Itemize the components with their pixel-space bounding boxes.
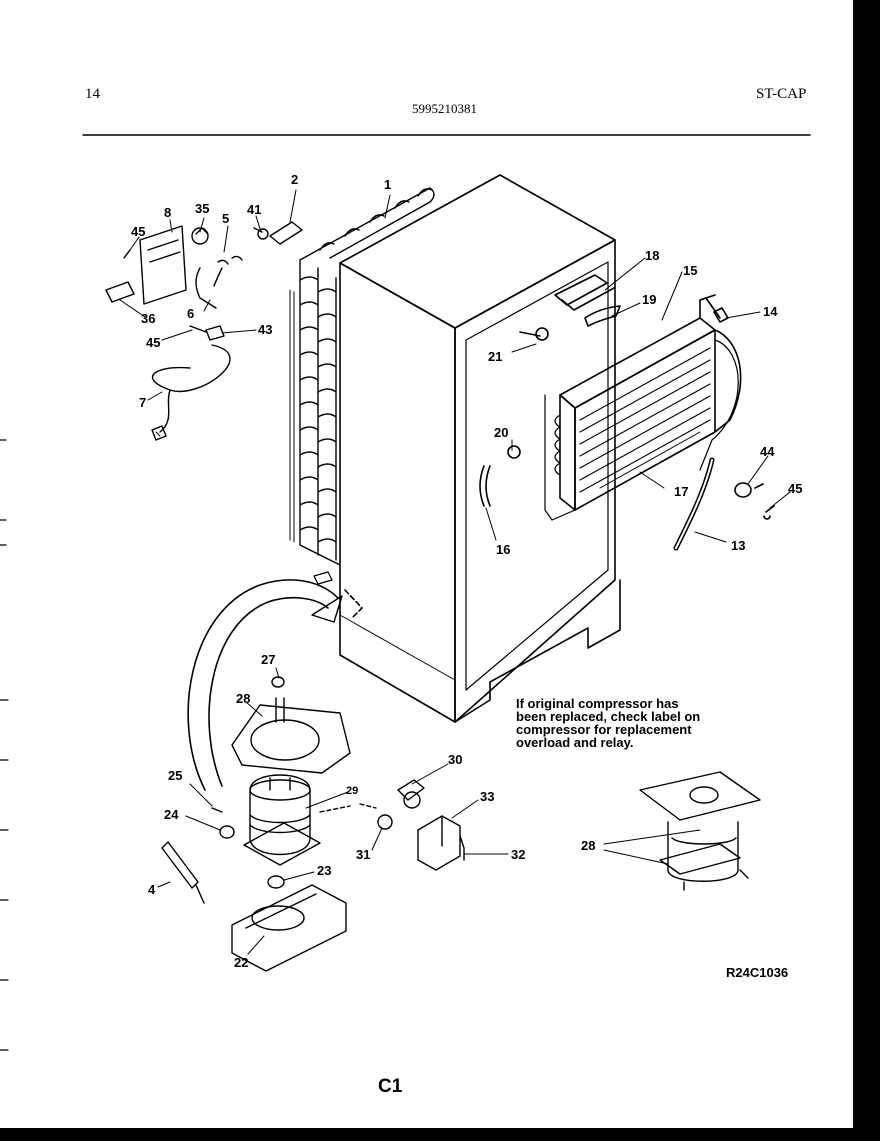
label-part-28-left: 28 xyxy=(236,691,251,706)
leader-lines xyxy=(119,189,791,955)
note-line-4: overload and relay. xyxy=(516,735,634,750)
part-45-mid xyxy=(189,325,207,333)
page-label: C1 xyxy=(378,1076,403,1097)
part-18 xyxy=(554,274,615,311)
part-16 xyxy=(479,465,491,507)
label-part-8: 8 xyxy=(164,205,172,220)
model-number: 5995210381 xyxy=(412,101,477,116)
label-part-24: 24 xyxy=(164,807,179,822)
part-22-base xyxy=(231,884,347,972)
part-5 xyxy=(217,255,243,265)
part-19 xyxy=(584,305,621,327)
part-44 xyxy=(734,482,764,498)
part-28-pad xyxy=(231,704,351,774)
note-line-2: been replaced, check label on xyxy=(516,709,701,724)
diagram-sheet: 14 5995210381 ST-CAP xyxy=(0,0,853,1128)
label-part-1: 1 xyxy=(384,177,392,192)
part-8-cover xyxy=(139,225,187,305)
part-23 xyxy=(267,875,285,889)
part-31 xyxy=(377,814,393,830)
label-part-45-right: 45 xyxy=(788,481,803,496)
label-part-45-mid: 45 xyxy=(146,335,161,350)
drawing-code: R24C1036 xyxy=(726,965,789,980)
label-part-15: 15 xyxy=(683,263,698,278)
part-29-compressor xyxy=(249,774,311,856)
label-part-17: 17 xyxy=(674,484,689,499)
condenser-coil xyxy=(289,187,435,566)
label-part-45-upper: 45 xyxy=(131,224,146,239)
part-13-tube xyxy=(673,457,715,551)
label-part-20: 20 xyxy=(494,425,509,440)
label-part-14: 14 xyxy=(763,304,778,319)
upper-left-parts xyxy=(105,221,303,441)
part-41 xyxy=(253,227,269,240)
part-33-32 xyxy=(417,815,465,871)
label-part-29: 29 xyxy=(346,785,359,797)
scan-edge-marks xyxy=(0,439,9,1051)
part-20 xyxy=(507,445,521,459)
part-45-right xyxy=(763,505,775,520)
part-30 xyxy=(397,779,425,809)
label-part-33: 33 xyxy=(480,789,495,804)
label-part-7: 7 xyxy=(139,395,147,410)
part-6 xyxy=(195,267,223,309)
part-27-stem xyxy=(275,697,285,723)
evaporator xyxy=(544,294,742,521)
label-part-2: 2 xyxy=(291,172,299,187)
label-part-31: 31 xyxy=(356,847,371,862)
part-43 xyxy=(205,325,225,341)
page-number: 14 xyxy=(85,86,100,102)
replacement-compressor xyxy=(639,771,761,891)
note-line-1: If original compressor has xyxy=(516,696,679,711)
label-part-5: 5 xyxy=(222,211,230,226)
label-part-25: 25 xyxy=(168,768,183,783)
label-part-32: 32 xyxy=(511,847,526,862)
part-24 xyxy=(219,825,235,839)
compressor-assembly xyxy=(161,676,465,972)
replacement-note: If original compressor has been replaced… xyxy=(516,697,756,749)
part-21 xyxy=(519,327,549,341)
part-36 xyxy=(105,281,135,303)
label-part-22: 22 xyxy=(234,955,249,970)
label-part-18: 18 xyxy=(645,248,660,263)
note-line-3: compressor for replacement xyxy=(516,722,692,737)
label-part-44: 44 xyxy=(760,444,775,459)
label-part-6: 6 xyxy=(187,306,195,321)
label-part-21: 21 xyxy=(488,349,503,364)
label-part-36: 36 xyxy=(141,311,156,326)
part-4 xyxy=(161,841,205,904)
part-2 xyxy=(269,221,303,245)
label-part-43: 43 xyxy=(258,322,273,337)
part-27 xyxy=(271,676,285,688)
label-part-19: 19 xyxy=(642,292,657,307)
label-part-41: 41 xyxy=(247,202,262,217)
part-14 xyxy=(705,297,729,323)
part-25 xyxy=(211,807,223,813)
drain-tube xyxy=(187,571,363,791)
label-part-23: 23 xyxy=(317,863,332,878)
exploded-view-drawing xyxy=(0,134,811,1051)
part-7-cord xyxy=(151,344,231,433)
label-part-27: 27 xyxy=(261,652,276,667)
label-part-30: 30 xyxy=(448,752,463,767)
label-part-28-right: 28 xyxy=(581,838,596,853)
label-part-35: 35 xyxy=(195,201,210,216)
cabinet xyxy=(339,174,621,723)
label-part-4: 4 xyxy=(148,882,156,897)
label-part-16: 16 xyxy=(496,542,511,557)
section-code: ST-CAP xyxy=(756,86,807,102)
part-35 xyxy=(191,227,209,245)
part-7-plug xyxy=(151,425,167,441)
label-part-13: 13 xyxy=(731,538,746,553)
